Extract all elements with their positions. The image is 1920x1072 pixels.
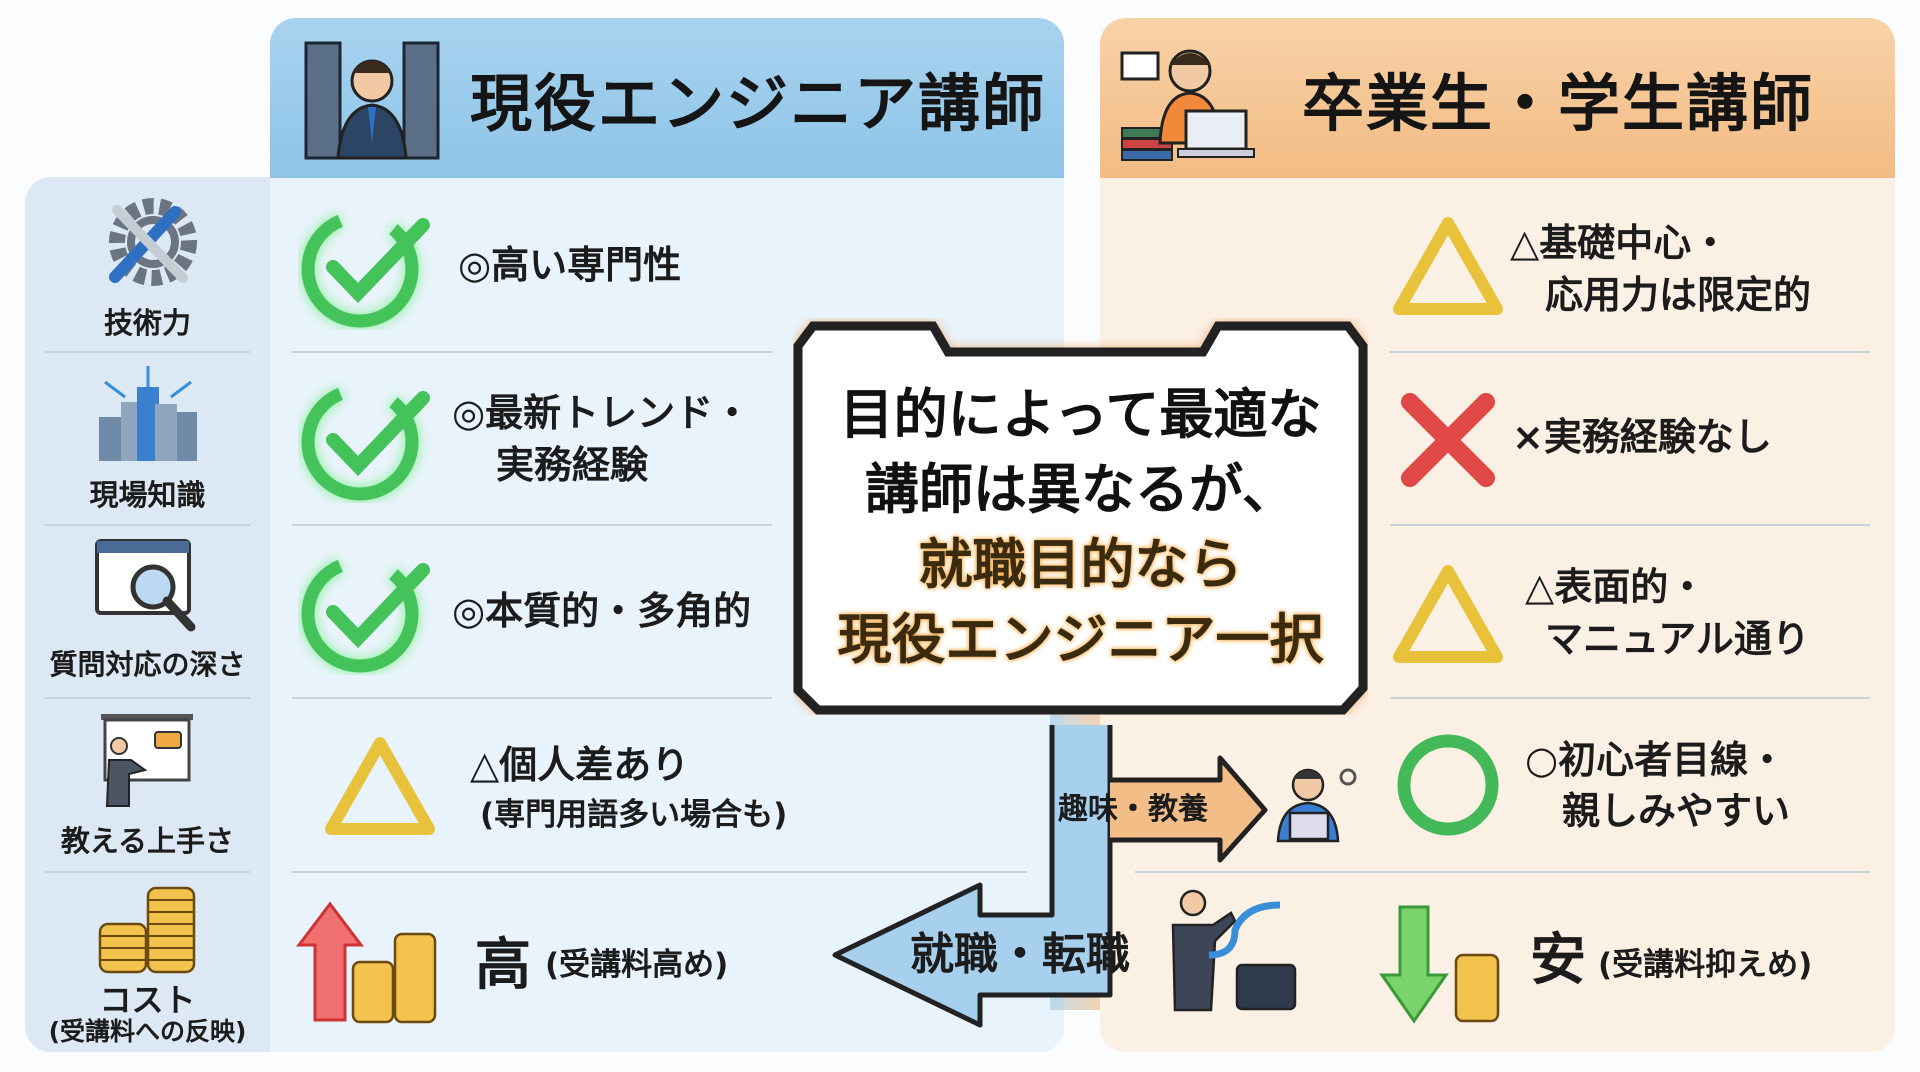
cross-icon [1401,393,1495,487]
student-header: 卒業生・学生講師 [1100,18,1895,178]
divider [45,524,250,526]
divider [292,871,1027,873]
divider [292,351,772,353]
student-icon [1120,49,1255,161]
student-text-3a: ○初心者目線・ [1525,738,1787,782]
businessman-career-icon [1171,889,1297,1012]
check-icon [301,383,430,501]
criteria-label-3: 教える上手さ [60,824,235,858]
student-text-3b: 親しみやすい [1562,789,1791,833]
check-icon [301,210,430,328]
criteria-label-2: 質問対応の深さ [49,648,246,681]
divider [45,351,250,353]
divider [45,871,250,873]
engineer-text-0: ◎高い専門性 [458,243,682,287]
cost-up-icon [295,901,437,1024]
engineer-cost-main: 高 [475,933,531,998]
student-text-0a: △基礎中心・ [1510,221,1730,265]
student-cost-note: (受講料抑えめ) [1598,947,1813,983]
hobby-arrow [1107,725,1268,863]
code-search-icon [95,539,196,632]
student-text-0b: 応用力は限定的 [1545,273,1812,317]
engineer-header-title: 現役エンジニア講師 [470,67,1047,140]
conclusion-line-2: 講師は異なるが、 [865,458,1296,521]
divider [1390,351,1870,353]
learner-laptop-icon [1276,768,1357,843]
tools-gear-icon [109,198,197,286]
student-cost-main: 安 [1530,928,1586,993]
divider [1390,524,1870,526]
divider [292,697,772,699]
engineer-header: 現役エンジニア講師 [270,18,1064,178]
engineer-cost-note: (受講料高め) [545,947,729,983]
criteria-label-0: 技術力 [103,306,191,340]
divider [1390,697,1870,699]
path-arrows [832,710,1268,1028]
divider [45,697,250,699]
circle-icon [1397,734,1499,836]
conclusion-line-4: 現役エンジニア一択 [837,608,1324,671]
student-text-2b: マニュアル通り [1545,617,1810,661]
cost-down-icon [1379,905,1500,1024]
triangle-icon [1393,565,1503,663]
criteria-label-1: 現場知識 [89,478,206,512]
engineer-text-1b: 実務経験 [496,443,649,487]
conclusion-line-1: 目的によって最適な [839,383,1322,446]
coins-icon [98,886,196,974]
triangle-icon [1393,217,1503,315]
hobby-arrow-label: 趣味・教養 [1058,792,1208,827]
criteria-label-4: コスト [99,981,196,1019]
student-text-2a: △表面的・ [1525,565,1707,609]
presenter-icon [101,714,193,807]
engineer-icon [304,41,440,160]
criteria-sublabel-4: (受講料への反映) [48,1017,247,1046]
check-icon [301,555,430,673]
student-header-title: 卒業生・学生講師 [1302,67,1815,140]
career-arrow [832,725,1113,1028]
conclusion-line-3: 就職目的なら [918,533,1243,596]
student-text-1: ×実務経験なし [1512,415,1772,459]
engineer-text-1a: ◎最新トレンド・ [452,391,752,435]
engineer-text-3b: (専門用語多い場合も) [480,797,788,833]
conclusion-box: 目的によって最適な 講師は異なるが、 就職目的なら 現役エンジニア一択 [793,318,1368,715]
triangle-icon [325,737,435,835]
career-arrow-label: 就職・転職 [910,929,1130,980]
divider [292,524,772,526]
engineer-text-2: ◎本質的・多角的 [452,589,752,633]
engineer-text-3a: △個人差あり [470,743,690,787]
city-network-icon [99,366,197,461]
divider [1135,871,1870,873]
